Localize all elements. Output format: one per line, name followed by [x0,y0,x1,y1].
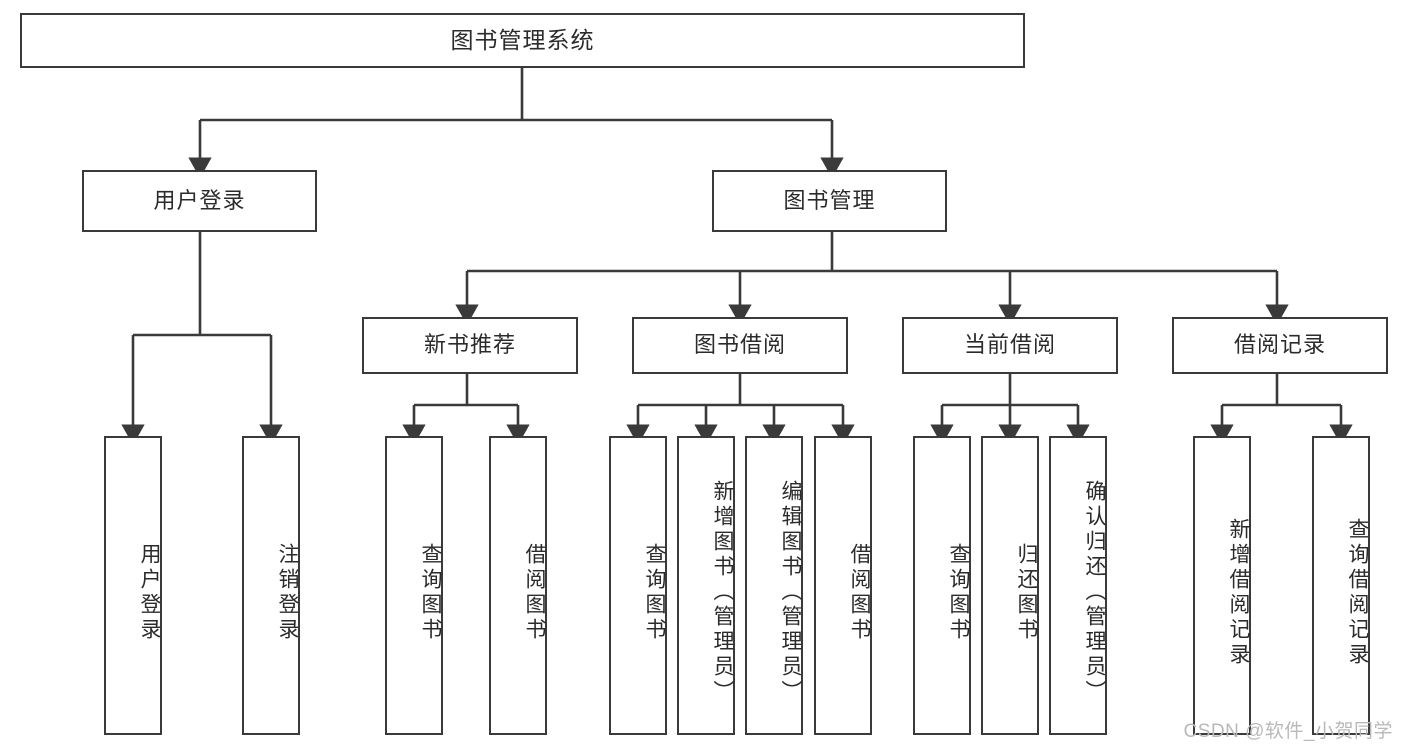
node-label: 新增图书（管理员） [711,480,734,705]
node-label: 图书管理 [783,187,876,213]
node-label: 确认归还（管理员） [1083,480,1106,705]
node-label: 当前借阅 [963,332,1056,358]
node-label: 查询图书 [947,542,970,643]
node-label: 借阅图书 [848,542,871,643]
leaf-book-borrow-edit[interactable]: 编辑图书（管理员） [745,436,803,735]
node-label: 新增借阅记录 [1227,517,1250,668]
node-new-book-recommend[interactable]: 新书推荐 [362,317,578,374]
leaf-current-borrow-confirm[interactable]: 确认归还（管理员） [1049,436,1107,735]
node-label: 图书管理系统 [450,26,595,53]
node-label: 归还图书 [1015,542,1038,643]
node-book-borrow[interactable]: 图书借阅 [632,317,848,374]
leaf-user-login-login[interactable]: 用户登录 [104,436,162,735]
leaf-borrow-record-add[interactable]: 新增借阅记录 [1193,436,1251,735]
node-label: 借阅图书 [523,542,546,643]
node-label: 查询借阅记录 [1346,517,1369,668]
node-user-login[interactable]: 用户登录 [82,170,317,232]
node-current-borrow[interactable]: 当前借阅 [902,317,1118,374]
node-label: 图书借阅 [693,332,786,358]
node-label: 编辑图书（管理员） [779,480,802,705]
leaf-current-borrow-return[interactable]: 归还图书 [981,436,1039,735]
node-label: 新书推荐 [423,332,516,358]
node-book-management[interactable]: 图书管理 [712,170,947,232]
leaf-new-book-query[interactable]: 查询图书 [385,436,443,735]
node-label: 查询图书 [419,542,442,643]
leaf-new-book-borrow[interactable]: 借阅图书 [489,436,547,735]
leaf-current-borrow-query[interactable]: 查询图书 [913,436,971,735]
node-label: 用户登录 [138,542,161,643]
leaf-borrow-record-query[interactable]: 查询借阅记录 [1312,436,1370,735]
node-label: 查询图书 [643,542,666,643]
node-label: 用户登录 [153,187,246,213]
node-root-system[interactable]: 图书管理系统 [20,13,1025,68]
leaf-book-borrow-query[interactable]: 查询图书 [609,436,667,735]
leaf-book-borrow-borrow[interactable]: 借阅图书 [814,436,872,735]
leaf-user-login-logout[interactable]: 注销登录 [242,436,300,735]
watermark-text: CSDN @软件_小贺同学 [1183,721,1393,742]
node-label: 借阅记录 [1233,332,1326,358]
node-label: 注销登录 [276,542,299,643]
node-borrow-record[interactable]: 借阅记录 [1172,317,1388,374]
leaf-book-borrow-add[interactable]: 新增图书（管理员） [677,436,735,735]
